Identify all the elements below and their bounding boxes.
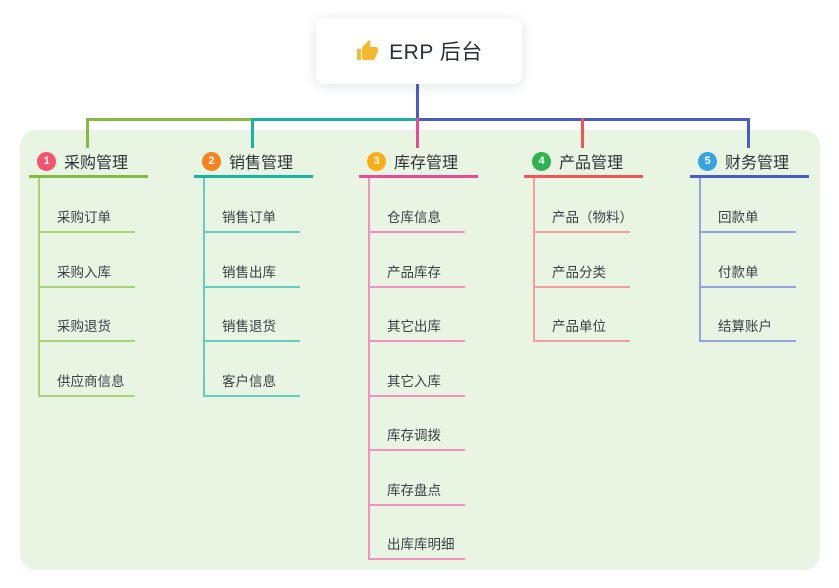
branch-drop-line	[747, 118, 750, 148]
thumbs-up-icon	[357, 40, 379, 60]
branch-node-label: 库存管理	[394, 155, 459, 172]
child-node[interactable]: 其它入库	[387, 373, 441, 389]
child-node[interactable]: 产品单位	[552, 319, 606, 334]
branches-panel	[20, 130, 820, 570]
branch-node-label: 采购管理	[64, 155, 129, 172]
child-node[interactable]: 出库库明细	[387, 537, 455, 552]
branch-number-badge: 4	[532, 151, 551, 171]
child-node[interactable]: 采购入库	[57, 264, 111, 280]
child-underline	[38, 394, 135, 397]
child-node[interactable]: 库存盘点	[387, 482, 441, 498]
child-node[interactable]: 结算账户	[718, 319, 772, 334]
child-underline	[533, 285, 630, 288]
child-node[interactable]: 产品（物料）	[552, 210, 633, 225]
child-underline	[38, 340, 135, 342]
child-node[interactable]: 采购退货	[57, 319, 111, 334]
branch-number-badge: 5	[698, 151, 717, 171]
root-connector-line	[416, 84, 419, 121]
root-node-label: ERP 后台	[389, 41, 483, 64]
branch-underline	[359, 175, 478, 178]
branch-node-4[interactable]: 4 产品管理	[532, 149, 623, 173]
child-underline	[368, 558, 465, 560]
child-underline	[368, 449, 465, 451]
branch-drop-line	[581, 118, 584, 148]
branch-underline	[524, 175, 643, 178]
branch-node-label: 财务管理	[725, 155, 790, 172]
branch-number-badge: 2	[202, 151, 221, 171]
branch-node-label: 销售管理	[229, 155, 294, 172]
child-node[interactable]: 销售退货	[222, 319, 276, 334]
branch-drop-line	[416, 118, 419, 148]
children-rail-line	[368, 178, 370, 560]
child-node[interactable]: 付款单	[718, 264, 759, 280]
branch-underline	[194, 175, 313, 178]
child-underline	[699, 340, 796, 342]
branch-node-2[interactable]: 2 销售管理	[202, 149, 293, 173]
child-node[interactable]: 仓库信息	[387, 210, 441, 225]
child-underline	[203, 394, 300, 397]
child-underline	[38, 285, 135, 288]
branch-node-3[interactable]: 3 库存管理	[367, 149, 458, 173]
child-node[interactable]: 客户信息	[222, 373, 276, 389]
child-underline	[368, 394, 465, 397]
child-node[interactable]: 回款单	[718, 210, 759, 225]
child-underline	[203, 231, 300, 233]
child-underline	[368, 340, 465, 342]
child-node[interactable]: 库存调拨	[387, 428, 441, 443]
trunk-line-segment	[86, 118, 251, 121]
child-underline	[368, 503, 465, 506]
root-node[interactable]: ERP 后台	[316, 18, 522, 84]
child-node[interactable]: 销售出库	[222, 264, 276, 280]
child-node[interactable]: 产品库存	[387, 264, 441, 280]
branch-drop-line	[86, 118, 89, 148]
branch-node-1[interactable]: 1 采购管理	[37, 149, 128, 173]
child-underline	[533, 231, 630, 233]
child-underline	[203, 340, 300, 342]
child-underline	[38, 231, 135, 233]
child-node[interactable]: 采购订单	[57, 210, 111, 225]
trunk-line-segment	[251, 118, 419, 121]
child-underline	[368, 231, 465, 233]
child-node[interactable]: 其它出库	[387, 319, 441, 334]
children-rail-line	[533, 178, 535, 342]
branch-underline	[690, 175, 809, 178]
child-underline	[533, 340, 630, 342]
child-node[interactable]: 产品分类	[552, 264, 606, 280]
branch-node-label: 产品管理	[559, 155, 624, 172]
branch-number-badge: 1	[37, 151, 56, 171]
child-underline	[203, 285, 300, 288]
child-underline	[699, 285, 796, 288]
branch-drop-line	[251, 118, 254, 148]
child-node[interactable]: 供应商信息	[57, 373, 125, 389]
child-underline	[368, 285, 465, 288]
children-rail-line	[699, 178, 701, 342]
child-underline	[699, 231, 796, 233]
branch-underline	[29, 175, 148, 178]
branch-number-badge: 3	[367, 151, 386, 171]
branch-node-5[interactable]: 5 财务管理	[698, 149, 789, 173]
child-node[interactable]: 销售订单	[222, 210, 276, 225]
